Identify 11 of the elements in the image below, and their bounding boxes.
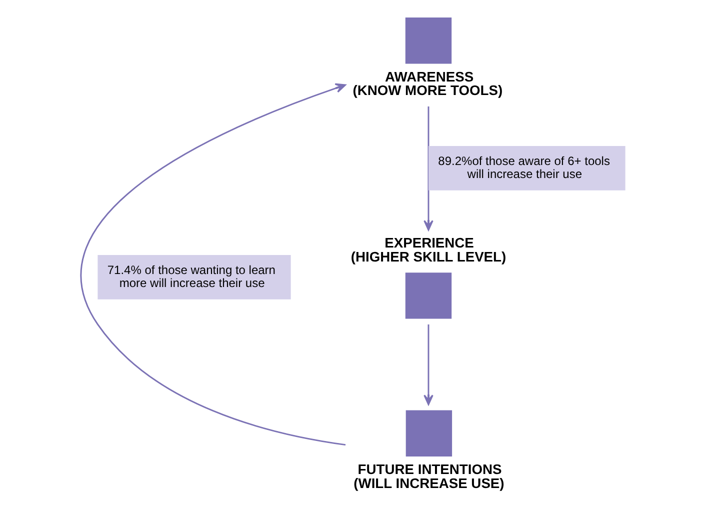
- node-box: [405, 272, 452, 319]
- node-label: AWARENESS (KNOW MORE TOOLS): [352, 68, 503, 98]
- arrow: [424, 324, 434, 406]
- arrow: [424, 106, 434, 231]
- node-box: [406, 410, 452, 456]
- node-label: FUTURE INTENTIONS (WILL INCREASE USE): [354, 461, 504, 491]
- edge-label: 89.2%of those aware of 6+ tools will increase their use: [438, 154, 610, 181]
- edge-label: 71.4% of those wanting to learn more will increase their use: [107, 262, 276, 290]
- node-label: EXPERIENCE (HIGHER SKILL LEVEL): [350, 234, 506, 265]
- node-box: [405, 18, 452, 64]
- arrow: [80, 83, 346, 446]
